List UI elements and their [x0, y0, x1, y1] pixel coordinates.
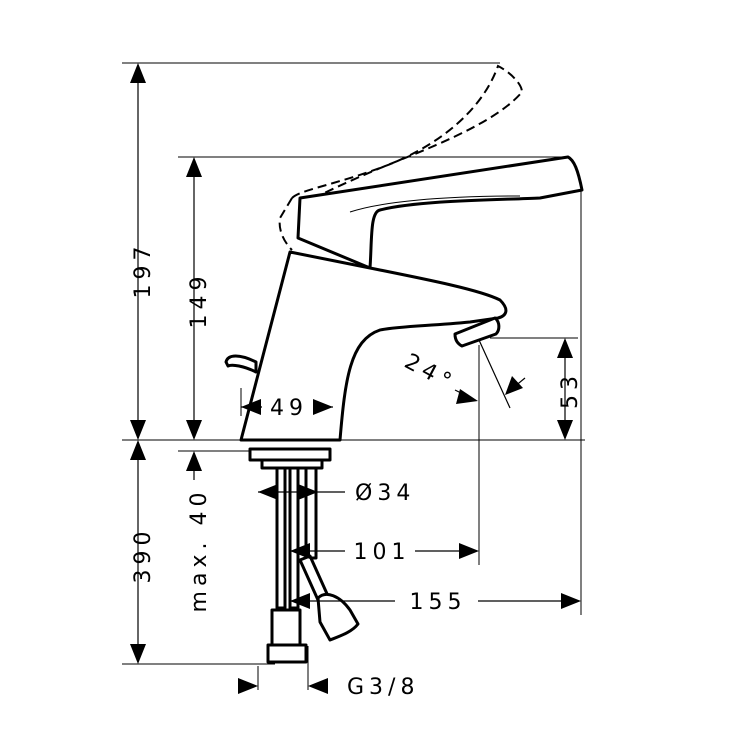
label-101: 101 — [354, 540, 411, 565]
popup-rod — [224, 354, 258, 374]
dimension-lines — [130, 63, 581, 694]
label-24-degrees: 24° — [400, 349, 459, 396]
extension-lines — [122, 62, 585, 690]
label-diameter-34: Ø34 — [355, 481, 415, 506]
lever-handle — [296, 155, 584, 270]
aerator — [453, 316, 501, 348]
handle-open-position-ghost — [278, 64, 524, 251]
label-197: 197 — [131, 242, 156, 299]
label-53: 53 — [558, 371, 583, 409]
label-max-40: max. 40 — [187, 488, 212, 613]
label-149: 149 — [187, 272, 212, 329]
spout — [239, 250, 508, 442]
below-deck-assembly — [248, 447, 360, 664]
label-390: 390 — [131, 527, 156, 584]
label-49: 49 — [270, 396, 308, 421]
faucet-body — [224, 155, 584, 442]
label-155: 155 — [410, 590, 467, 615]
label-g3-8: G3/8 — [347, 675, 419, 700]
